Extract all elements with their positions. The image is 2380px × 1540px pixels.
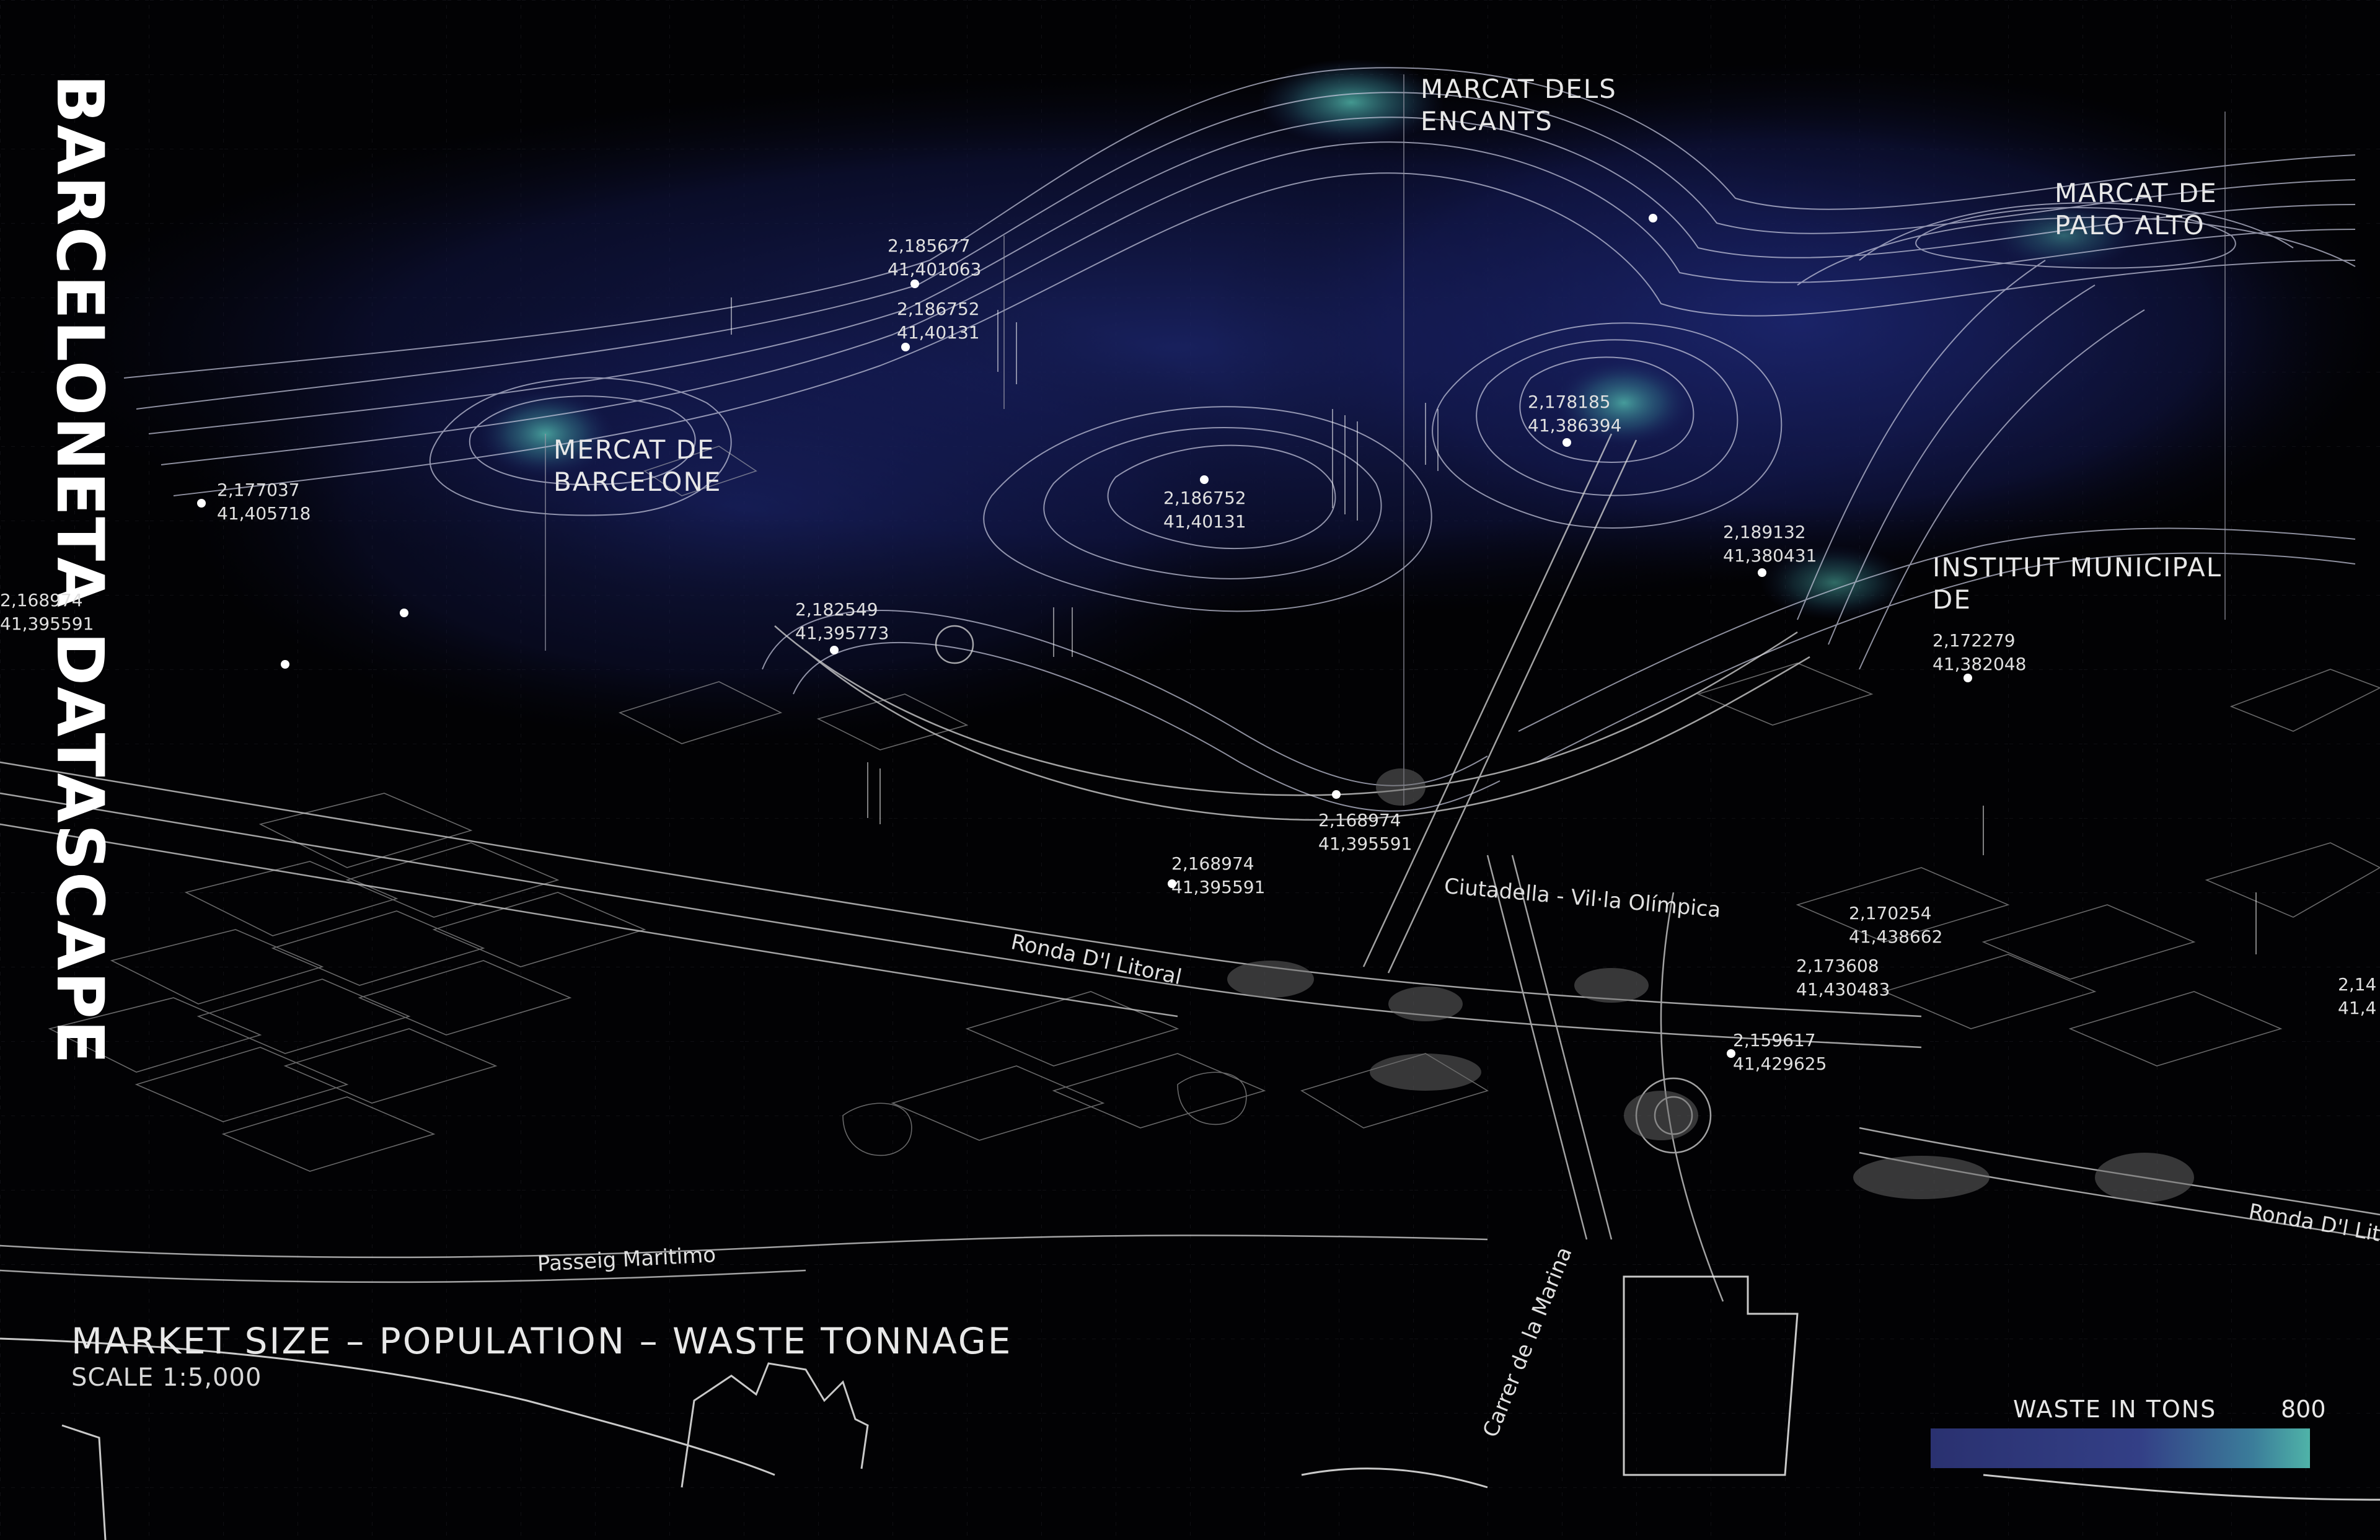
- coordinate-marker: 2,172279 41,382048: [1933, 629, 2027, 682]
- map-subtitle: MARKET SIZE – POPULATION – WASTE TONNAGE: [71, 1320, 1013, 1362]
- lat-label: 41,40131: [1163, 511, 1246, 532]
- place-label-line: ENCANTS: [1421, 106, 1553, 136]
- coordinate-marker: 2,159617 41,429625: [1727, 1029, 1827, 1076]
- marker-dot: [1727, 1049, 1735, 1058]
- lon-label: 2,168974: [1171, 853, 1254, 874]
- place-label-line: MARCAT DE: [2055, 178, 2218, 208]
- lon-label: 2,168974: [1318, 810, 1401, 830]
- coordinate-marker: 2,186752 41,40131: [897, 297, 980, 351]
- hotspot-palo-alto: [1990, 201, 2138, 270]
- place-label-mercat: MERCAT DE BARCELONE: [553, 434, 721, 498]
- place-label-line: MERCAT DE: [553, 434, 715, 465]
- marker-dot: [1200, 475, 1209, 484]
- marker-dot: [901, 343, 910, 351]
- lat-label: 41,386394: [1528, 415, 1622, 436]
- coordinate-marker: 2,173608 41,430483: [1796, 954, 1890, 1001]
- map-scale: SCALE 1:5,000: [71, 1363, 262, 1392]
- lon-label: 2,173608: [1796, 956, 1879, 976]
- marker-dot: [400, 609, 408, 617]
- coordinate-marker: 2,182549 41,395773: [795, 598, 889, 654]
- marker-dot: [197, 499, 206, 508]
- lon-label: 2,185677: [888, 235, 971, 256]
- coordinate-marker: 2,168974 41,395591: [0, 589, 94, 636]
- coordinate-marker: 2,168974 41,395591: [1168, 852, 1266, 899]
- data-bars: [731, 297, 2257, 954]
- lat-label: 41,40131: [897, 322, 980, 343]
- place-label-line: BARCELONE: [553, 467, 722, 497]
- lon-label: 2,177037: [217, 480, 300, 500]
- legend-title: WASTE IN TONS: [2013, 1396, 2217, 1423]
- building-blocks: [48, 446, 2380, 1172]
- contour-lines: [123, 67, 2356, 812]
- lon-label: 2,178185: [1528, 392, 1611, 412]
- lon-label: 2,182549: [795, 599, 878, 620]
- coordinate-marker: 2,178185 41,386394: [1528, 390, 1622, 447]
- place-label-line: INSTITUT MUNICIPAL: [1933, 552, 2223, 583]
- place-label-encants: MARCAT DELS ENCANTS: [1421, 73, 1617, 138]
- place-label-palo-alto: MARCAT DE PALO ALTO: [2055, 177, 2218, 242]
- marker-dot: [1649, 214, 1657, 222]
- hotspot-institut: [1760, 545, 1909, 620]
- lon-label: 2,189132: [1723, 522, 1806, 542]
- page-title: BARCELONETA DATASCAPE: [42, 74, 118, 1065]
- marker-dot: [1332, 790, 1341, 799]
- place-label-institut: INSTITUT MUNICIPAL DE: [1933, 552, 2222, 616]
- marker-dot: [1168, 879, 1176, 888]
- coordinate-marker: 2,14 41,4: [2338, 973, 2376, 1020]
- hotspot-encants: [1258, 59, 1444, 146]
- coordinate-marker: 2,177037 41,405718: [197, 478, 311, 526]
- place-label-line: PALO ALTO: [2055, 210, 2205, 240]
- tree-clusters: [1227, 768, 2194, 1202]
- lon-label: 2,172279: [1933, 630, 2016, 651]
- coastline: [0, 1275, 2380, 1540]
- marker-dot: [281, 660, 289, 669]
- place-label-line: DE: [1933, 584, 1972, 615]
- coordinate-marker: 2,170254 41,438662: [1849, 902, 1942, 949]
- lat-label: 41,401063: [888, 259, 982, 279]
- leader-lines: [545, 74, 2226, 806]
- marker-dot: [1963, 674, 1972, 682]
- lon-label: 2,14: [2338, 974, 2377, 995]
- marker-dot: [1758, 568, 1766, 577]
- lat-label: 41,438662: [1849, 926, 1943, 947]
- lon-label: 2,159617: [1733, 1030, 1816, 1050]
- coordinate-marker: 2,186752 41,40131: [1163, 475, 1246, 534]
- coordinate-marker: 2,168974 41,395591: [1318, 790, 1413, 856]
- lat-label: 41,405718: [217, 503, 311, 524]
- place-label-line: MARCAT DELS: [1421, 74, 1617, 104]
- lat-label: 41,380431: [1723, 545, 1817, 566]
- lon-label: 2,170254: [1849, 903, 1932, 923]
- lat-label: 41,382048: [1933, 654, 2027, 674]
- waste-heat-surface: [31, 59, 2380, 744]
- coordinate-marker: 2,189132 41,380431: [1723, 521, 1817, 577]
- lat-label: 41,4: [2338, 998, 2377, 1018]
- marker-dot: [910, 279, 919, 288]
- marker-dot: [1562, 438, 1571, 447]
- lat-label: 41,430483: [1796, 979, 1890, 1000]
- legend-max-value: 800: [2281, 1396, 2326, 1423]
- marker-dot: [830, 646, 839, 654]
- hotspot-central: [1556, 359, 1692, 446]
- legend-gradient-bar: [1931, 1428, 2310, 1468]
- lat-label: 41,395591: [1318, 834, 1413, 854]
- lon-label: 2,186752: [1163, 488, 1246, 508]
- lat-label: 41,429625: [1733, 1054, 1827, 1074]
- lat-label: 41,395591: [0, 614, 94, 634]
- lat-label: 41,395773: [795, 623, 889, 643]
- lon-label: 2,168974: [0, 590, 83, 610]
- lon-label: 2,186752: [897, 299, 980, 319]
- coordinate-marker: 2,185677 41,401063: [888, 234, 982, 288]
- lat-label: 41,395591: [1171, 877, 1266, 897]
